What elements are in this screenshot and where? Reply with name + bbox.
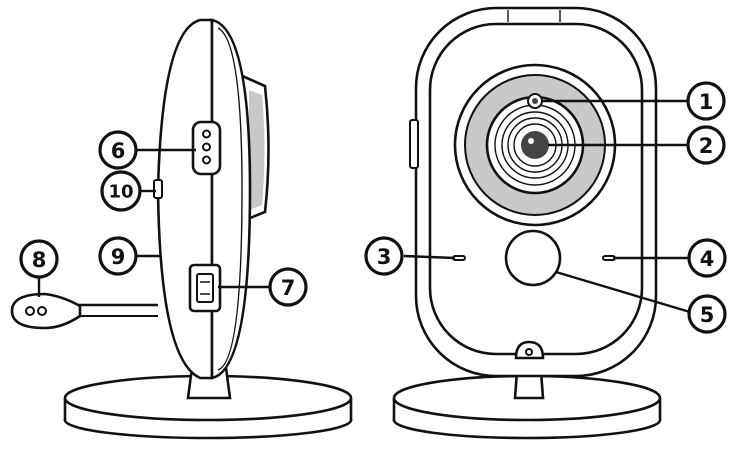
callout-3: 3 [364, 236, 404, 276]
callout-9: 9 [98, 236, 138, 276]
side-usb-inner [196, 273, 214, 303]
lens-center [521, 131, 549, 159]
callout-8-label: 8 [32, 248, 47, 272]
antenna-hole-2 [37, 306, 47, 316]
leader-lines [37, 99, 691, 314]
front-top-seam [507, 10, 561, 22]
callout-6: 6 [98, 130, 138, 170]
callout-1-label: 1 [699, 90, 714, 114]
side-front-inner-line [217, 27, 243, 371]
callout-5-label: 5 [700, 303, 715, 327]
side-hole-3 [202, 155, 211, 165]
leader-5 [555, 270, 691, 314]
callout-10: 10 [100, 170, 142, 212]
callout-5: 5 [687, 294, 727, 334]
side-base-edges [63, 398, 353, 421]
callout-7-label: 7 [281, 276, 296, 300]
antenna-hole-1 [25, 306, 35, 316]
side-front-shell [210, 18, 252, 380]
light-sensor-dot [532, 98, 538, 104]
callout-6-label: 6 [111, 139, 126, 163]
side-usb-pins [200, 281, 210, 295]
lens-glint [528, 138, 534, 144]
callout-2-label: 2 [699, 134, 714, 158]
callout-9-label: 9 [111, 245, 126, 269]
callout-2: 2 [686, 125, 726, 165]
side-button [153, 179, 163, 199]
side-back-shell [156, 18, 214, 380]
callout-4: 4 [687, 238, 727, 278]
callout-10-label: 10 [108, 182, 133, 203]
camera-front-view [392, 6, 662, 440]
side-lens-shade [249, 90, 265, 210]
front-side-button [409, 119, 419, 169]
callout-3-label: 3 [377, 245, 392, 269]
front-joint-screw [525, 348, 533, 356]
callout-1: 1 [686, 81, 726, 121]
callout-4-label: 4 [700, 247, 715, 271]
side-hole-2 [202, 142, 211, 152]
side-hole-1 [202, 129, 211, 139]
ir-sensor [504, 229, 562, 287]
leader-3 [403, 254, 456, 260]
callout-8: 8 [19, 239, 59, 279]
front-base-edges [392, 398, 662, 421]
camera-side-view [10, 18, 353, 440]
callout-7: 7 [268, 267, 308, 307]
